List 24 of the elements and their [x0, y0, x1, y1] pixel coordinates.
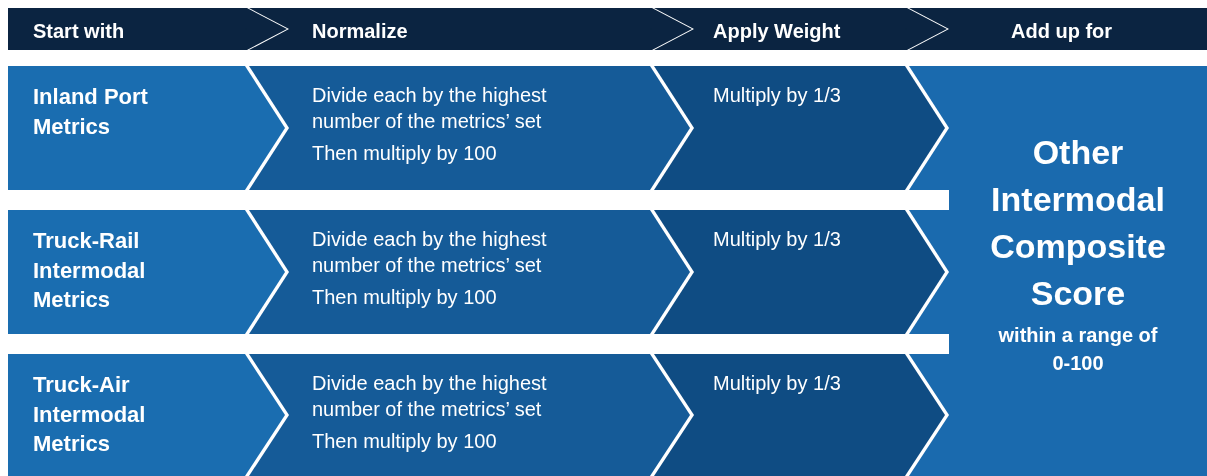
step-panel: [8, 66, 245, 190]
result-title: Other Intermodal Composite Score: [989, 132, 1167, 314]
step-text: Then multiply by 100: [312, 285, 497, 310]
step-panel: [8, 210, 245, 334]
step-text: Multiply by 1/3: [713, 227, 841, 252]
column-heading: Normalize: [312, 19, 408, 44]
step-text: Truck-Rail Intermodal Metrics: [33, 227, 147, 315]
step-text: Divide each by the highest number of the metrics’ set: [312, 371, 548, 422]
step-text: Divide each by the highest number of the metrics’ set: [312, 83, 548, 134]
step-text: Multiply by 1/3: [713, 83, 841, 108]
step-text: Multiply by 1/3: [713, 371, 841, 396]
header-band: [949, 8, 1207, 50]
step-text: Divide each by the highest number of the metrics’ set: [312, 227, 548, 278]
step-text: Truck-Air Intermodal Metrics: [33, 371, 147, 459]
result-panel: [949, 66, 1207, 476]
step-text: within a range of 0-100: [997, 322, 1159, 376]
step-panel: [8, 354, 245, 476]
step-text: Then multiply by 100: [312, 429, 497, 454]
header-band: [8, 8, 245, 50]
step-text: Inland Port Metrics: [33, 83, 149, 141]
column-heading: Add up for: [1011, 19, 1113, 44]
column-heading: Start with: [33, 19, 125, 44]
column-heading: Apply Weight: [713, 19, 841, 44]
step-text: Then multiply by 100: [312, 141, 497, 166]
